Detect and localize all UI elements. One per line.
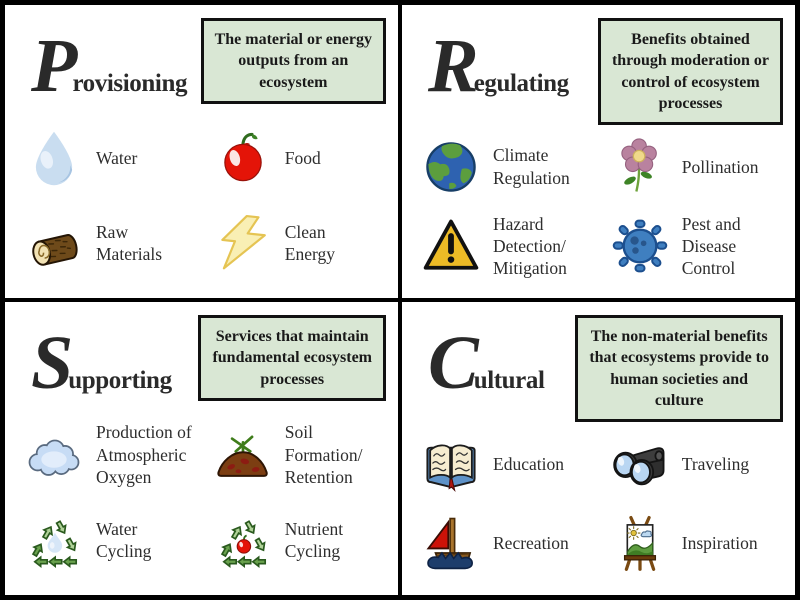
item-traveling: Traveling <box>611 435 785 493</box>
item-label: Climate Regulation <box>493 145 570 188</box>
virus-icon <box>611 217 669 275</box>
item-label: Hazard Detection/ Mitigation <box>493 213 567 279</box>
item-label: Pest and Disease Control <box>681 213 741 279</box>
item-label: Food <box>284 147 321 168</box>
supporting-description-box: Services that maintain fundamental ecosy… <box>198 315 386 401</box>
regulating-description-box: Benefits obtained through moderation or … <box>597 18 783 126</box>
earth-icon <box>422 138 480 196</box>
flower-icon <box>611 138 669 196</box>
item-atmospheric-oxygen: Production of Atmospheric Oxygen <box>25 421 214 488</box>
item-climate-regulation: Climate Regulation <box>422 138 611 196</box>
item-label: Nutrient Cycling <box>284 518 344 562</box>
regulating-title-rest: egulating <box>473 70 569 97</box>
warning-triangle-icon <box>422 217 480 275</box>
log-icon <box>25 214 83 272</box>
provisioning-description-text: The material or energy outputs from an e… <box>214 31 372 91</box>
item-nutrient-cycling: Nutrient Cycling <box>214 511 388 569</box>
soil-mound-icon <box>214 426 272 484</box>
supporting-description-text: Services that maintain fundamental ecosy… <box>212 328 372 388</box>
open-book-icon <box>422 435 480 493</box>
item-raw-materials: Raw Materials <box>25 214 214 272</box>
cultural-items: Education <box>412 422 785 589</box>
item-label: Production of Atmospheric Oxygen <box>96 422 192 487</box>
item-water: Water <box>25 129 214 187</box>
regulating-initial-letter: R <box>428 24 479 108</box>
item-label: Raw Materials <box>96 221 163 265</box>
apple-icon <box>214 129 272 187</box>
item-label: Pollination <box>681 156 759 177</box>
item-soil-formation: Soil Formation/ Retention <box>214 421 388 488</box>
provisioning-items: Water Food <box>15 113 388 292</box>
item-label: Water <box>96 147 138 168</box>
binoculars-icon <box>611 435 669 493</box>
item-food: Food <box>214 129 388 187</box>
supporting-initial-letter: S <box>31 321 73 405</box>
cultural-description-box: The non-material benefits that ecosystem… <box>575 315 783 423</box>
item-pollination: Pollination <box>611 138 785 196</box>
lightning-bolt-icon <box>214 214 272 272</box>
regulating-description-text: Benefits obtained through moderation or … <box>611 31 769 112</box>
supporting-title-rest: upporting <box>68 367 172 394</box>
item-label: Traveling <box>681 453 750 474</box>
provisioning-title-rest: rovisioning <box>72 70 188 97</box>
item-label: Recreation <box>493 533 569 554</box>
easel-painting-icon <box>611 514 669 572</box>
item-label: Soil Formation/ Retention <box>284 422 363 487</box>
supporting-items: Production of Atmospheric Oxygen <box>15 410 388 589</box>
water-cycle-icon <box>25 511 83 569</box>
regulating-items: Climate Regulation <box>412 125 785 292</box>
item-inspiration: Inspiration <box>611 514 785 572</box>
item-pest-control: Pest and Disease Control <box>611 213 785 280</box>
nutrient-cycle-icon <box>214 511 272 569</box>
item-label: Water Cycling <box>96 518 152 562</box>
cultural-initial-letter: C <box>428 321 479 405</box>
cloud-icon <box>25 426 83 484</box>
sailboat-icon <box>422 514 480 572</box>
provisioning-initial-letter: P <box>31 24 77 108</box>
water-droplet-icon <box>25 129 83 187</box>
item-education: Education <box>422 435 611 493</box>
item-hazard: Hazard Detection/ Mitigation <box>422 213 611 280</box>
cultural-title-rest: ultural <box>473 367 545 394</box>
item-recreation: Recreation <box>422 514 611 572</box>
item-clean-energy: Clean Energy <box>214 214 388 272</box>
item-label: Inspiration <box>681 533 758 554</box>
cultural-description-text: The non-material benefits that ecosystem… <box>589 328 769 409</box>
item-label: Education <box>493 453 564 474</box>
item-water-cycling: Water Cycling <box>25 511 214 569</box>
provisioning-description-box: The material or energy outputs from an e… <box>200 18 386 104</box>
item-label: Clean Energy <box>284 221 335 265</box>
